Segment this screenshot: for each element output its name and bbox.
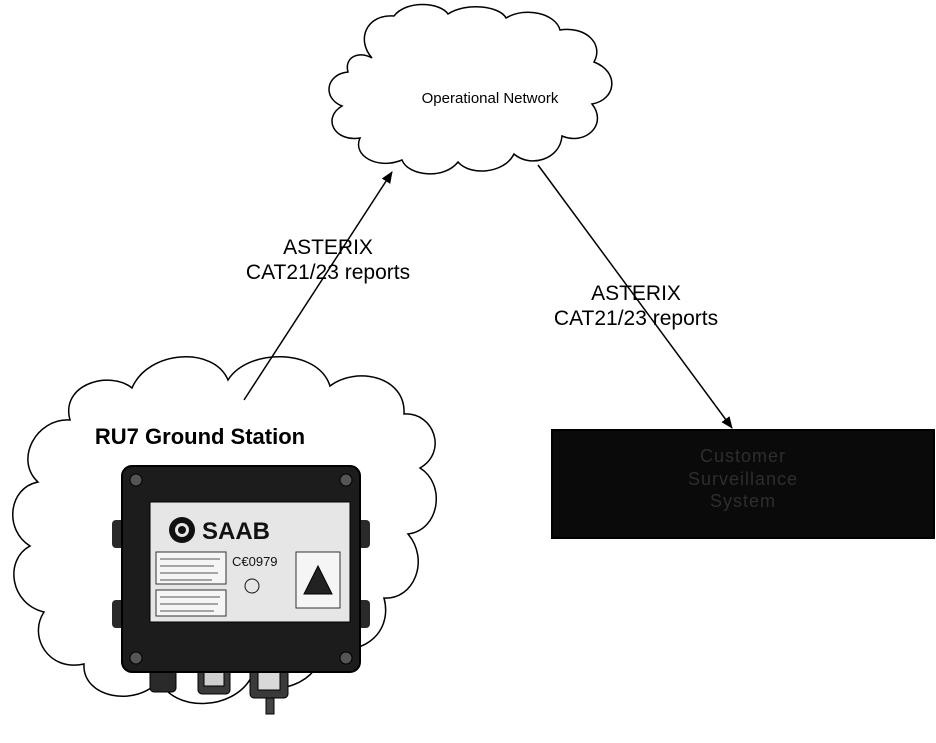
screw-icon bbox=[339, 473, 353, 487]
downlink-arrow bbox=[537, 164, 733, 429]
downlink-protocol: ASTERIX bbox=[591, 282, 681, 305]
uplink-report-type: CAT21/23 reports bbox=[245, 260, 411, 284]
screw-icon bbox=[129, 651, 143, 665]
screw-icon bbox=[339, 651, 353, 665]
ru7-device: SAAB C€0979 bbox=[112, 465, 370, 715]
warning-triangle-icon bbox=[303, 564, 333, 595]
client-line-3: System bbox=[709, 491, 776, 511]
certification-icon bbox=[244, 578, 260, 594]
client-line-2: Surveillance bbox=[687, 468, 799, 489]
uplink-label: ASTERIX CAT21/23 reports bbox=[228, 236, 428, 286]
uplink-protocol: ASTERIX bbox=[283, 236, 373, 259]
ground-station-title: RU7 Ground Station bbox=[85, 424, 315, 450]
ce-mark: C€0979 bbox=[232, 554, 278, 569]
client-system-box bbox=[551, 429, 935, 539]
client-line-1: Customer bbox=[699, 446, 787, 466]
client-system-label: Customer Surveillance System bbox=[552, 445, 934, 513]
operational-network-cloud bbox=[328, 3, 613, 175]
uplink-arrow bbox=[243, 171, 393, 401]
network-label-text: Operational Network bbox=[421, 90, 559, 107]
screw-icon bbox=[129, 473, 143, 487]
ground-station-title-text: RU7 Ground Station bbox=[94, 424, 306, 449]
downlink-label: ASTERIX CAT21/23 reports bbox=[536, 282, 736, 332]
downlink-report-type: CAT21/23 reports bbox=[553, 306, 719, 330]
brand-label: SAAB bbox=[202, 518, 270, 545]
operational-network-label: Operational Network bbox=[390, 90, 590, 108]
device-info-sticker bbox=[155, 551, 227, 585]
